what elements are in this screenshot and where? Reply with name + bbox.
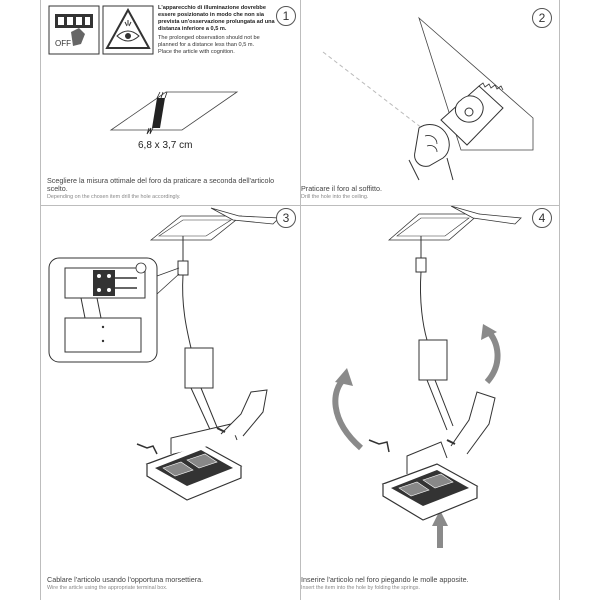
ceiling-plate [387, 206, 522, 241]
step-2-caption-italian: Praticare il foro al soffitto. [301, 184, 382, 193]
spring-fold-arrow-left [332, 368, 364, 451]
step-number-2: 2 [532, 8, 552, 28]
warning-english-line-2: planned for a distance less than 0,5 m. [158, 42, 255, 48]
terminal-block [415, 257, 427, 273]
step-4-caption-italian: Inserire l'articolo nel foro piegando le… [301, 575, 469, 584]
warning-english-line-1: The prolonged observation should not be [158, 35, 260, 41]
step-2-caption-english: Drill the hole into the ceiling. [301, 194, 369, 200]
step-number-3: 3 [276, 208, 296, 228]
ceiling-hole-diagram [109, 91, 239, 135]
step-4-illustration [332, 206, 522, 548]
terminal-box-detail [48, 257, 180, 363]
step-3-panel: 3 Cablare l'articolo usando l'opportuna … [41, 206, 299, 600]
step-1-caption-english: Depending on the chosen item drill the h… [47, 194, 181, 200]
warning-italian-line-4: distanza inferiore a 0,5 m. [158, 26, 227, 32]
step-number-1: 1 [276, 6, 296, 26]
terminal-block [177, 260, 189, 276]
led-driver [418, 339, 448, 381]
ceiling-plate [149, 207, 280, 241]
spring-fold-arrow-right [481, 324, 501, 384]
step-3-caption-english: Wire the article using the appropriate t… [47, 585, 168, 591]
step-4-caption-english: Insert the item into the hole by folding… [301, 585, 420, 591]
step-4-panel: 4 Inserire l'articolo nel foro piegando … [301, 206, 559, 600]
step-3-caption-italian: Cablare l'articolo usando l'opportuna mo… [47, 575, 204, 584]
hole-size-label: 6,8 x 3,7 cm [138, 140, 193, 151]
step-number-4: 4 [532, 208, 552, 228]
off-label: OFF [55, 39, 71, 48]
step-1-caption-italian-line-1: Scegliere la misura ottimale del foro da… [47, 176, 275, 185]
push-up-arrow [432, 510, 448, 548]
vertical-divider [300, 0, 301, 600]
step-2-illustration [322, 16, 534, 181]
step-3-illustration [48, 207, 280, 501]
step-1-caption-italian-line-2: scelto. [47, 184, 68, 193]
eye-warning-icon [102, 5, 154, 55]
step-2-panel: 2 Praticare il foro al soffitto. Drill t… [301, 0, 559, 205]
warning-italian-line-1: L'apparecchio di illuminazione dovrebbe [158, 5, 266, 11]
power-off-icon [48, 5, 100, 55]
step-1-illustration [48, 5, 239, 135]
drilling-diagram [322, 16, 534, 181]
recessed-luminaire [136, 389, 268, 501]
led-driver [184, 347, 214, 389]
step-1-panel: 1 L'apparecchio di illuminazione dovrebb… [41, 0, 299, 205]
warning-italian-line-3: prevista un'osservazione prolungata ad u… [158, 19, 275, 25]
horizontal-divider [40, 205, 560, 206]
warning-italian-line-2: essere posizionato in modo che non sia [158, 12, 264, 18]
warning-english-line-3: Place the article with cognition. [158, 49, 235, 55]
recessed-luminaire [368, 391, 496, 521]
instruction-sheet-frame [40, 0, 560, 600]
